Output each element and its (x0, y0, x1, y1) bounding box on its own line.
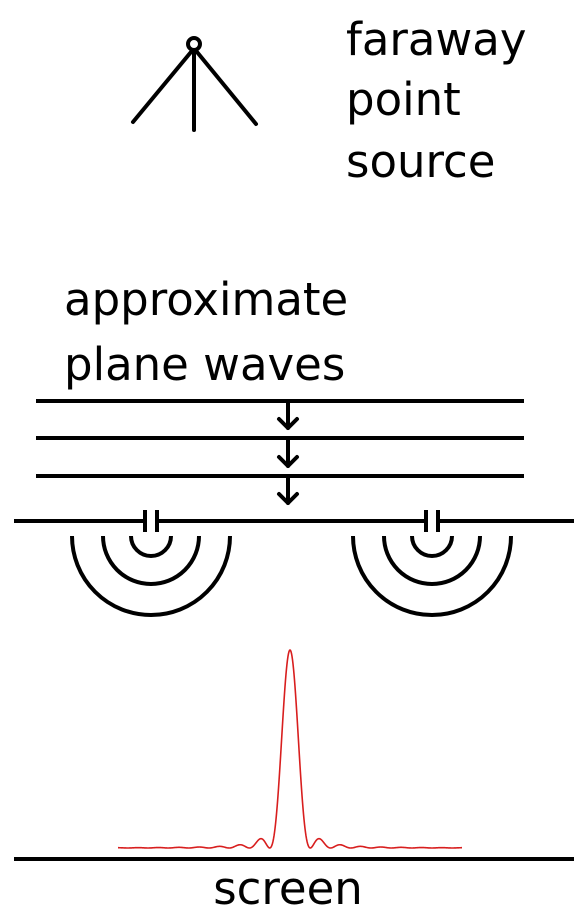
wavelet-arc (351, 535, 513, 617)
wavelet-arc (382, 535, 482, 586)
point-source-icon (131, 36, 258, 132)
arrow-down-icon (277, 476, 299, 505)
propagation-arrows (277, 401, 299, 505)
wavelet-arc (129, 535, 173, 558)
slit-barrier (14, 510, 574, 532)
source-label-line2: point (346, 73, 461, 126)
arrow-down-icon (277, 401, 299, 430)
source-label-line3: source (346, 135, 495, 188)
source-label-line1: faraway (346, 13, 527, 66)
wavelet-arc (70, 535, 232, 617)
intensity-pattern (117, 649, 463, 849)
wavelets-left (70, 535, 232, 617)
arrow-down-icon (277, 438, 299, 468)
wavelet-arc (101, 535, 201, 586)
plane-wavefronts (36, 399, 524, 478)
waves-label-line1: approximate (64, 273, 348, 326)
waves-label-line2: plane waves (64, 338, 345, 391)
wavelet-arc (410, 535, 454, 558)
screen-label: screen (213, 862, 363, 909)
wavelets-right (351, 535, 513, 617)
